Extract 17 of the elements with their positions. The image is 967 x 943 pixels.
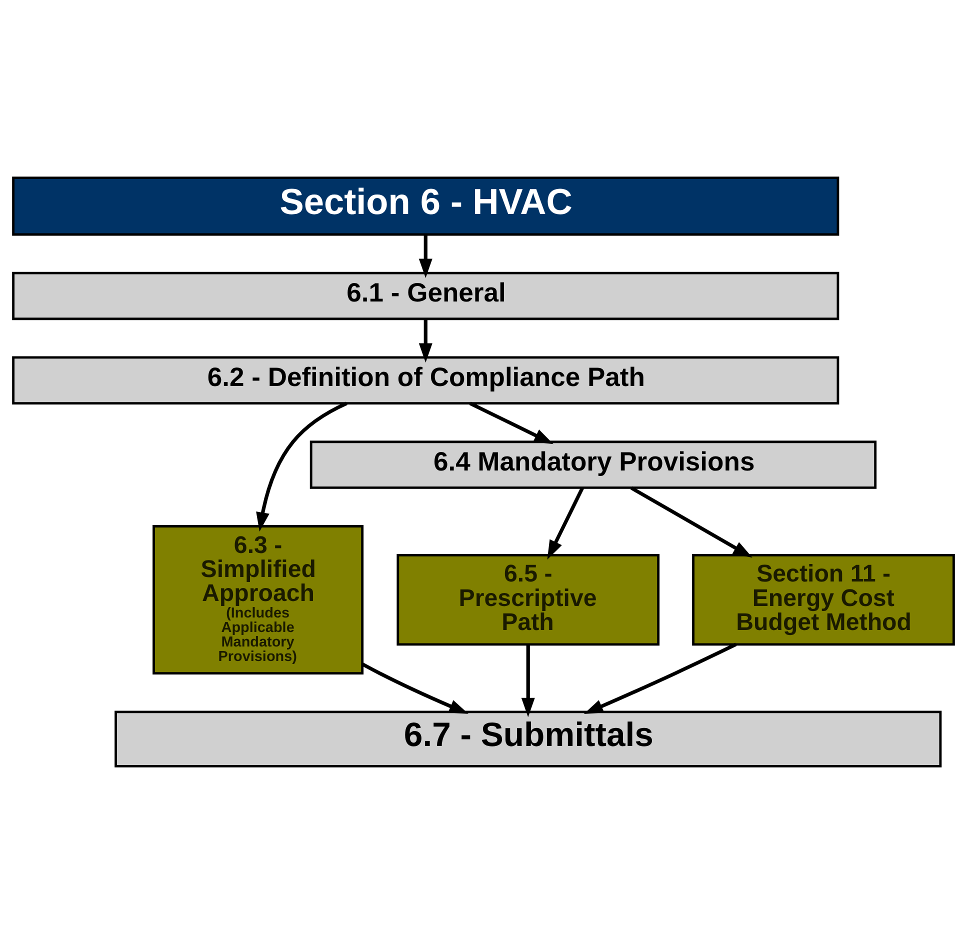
- node-box: Section 6 - HVAC: [12, 176, 840, 236]
- arrow: [362, 662, 468, 714]
- arrow: [630, 486, 752, 558]
- node-box: 6.3 - Simplified Approach (Includes Applicable Mandatory Provisions): [152, 524, 364, 674]
- node-box: 6.1 - General: [12, 271, 840, 320]
- node-box: 6.7 - Submittals: [114, 710, 942, 767]
- node-box: Section 11 - Energy Cost Budget Method: [692, 553, 955, 646]
- node-box: 6.4 Mandatory Provisions: [310, 440, 877, 488]
- arrow: [584, 642, 737, 714]
- arrow: [521, 644, 535, 717]
- arrow: [418, 318, 432, 362]
- arrow: [469, 401, 554, 444]
- arrow: [547, 486, 584, 560]
- node-box: 6.5 - Prescriptive Path: [396, 553, 660, 646]
- arrow: [418, 234, 432, 278]
- arrow: [256, 401, 348, 532]
- node-box: 6.2 - Definition of Compliance Path: [12, 356, 840, 404]
